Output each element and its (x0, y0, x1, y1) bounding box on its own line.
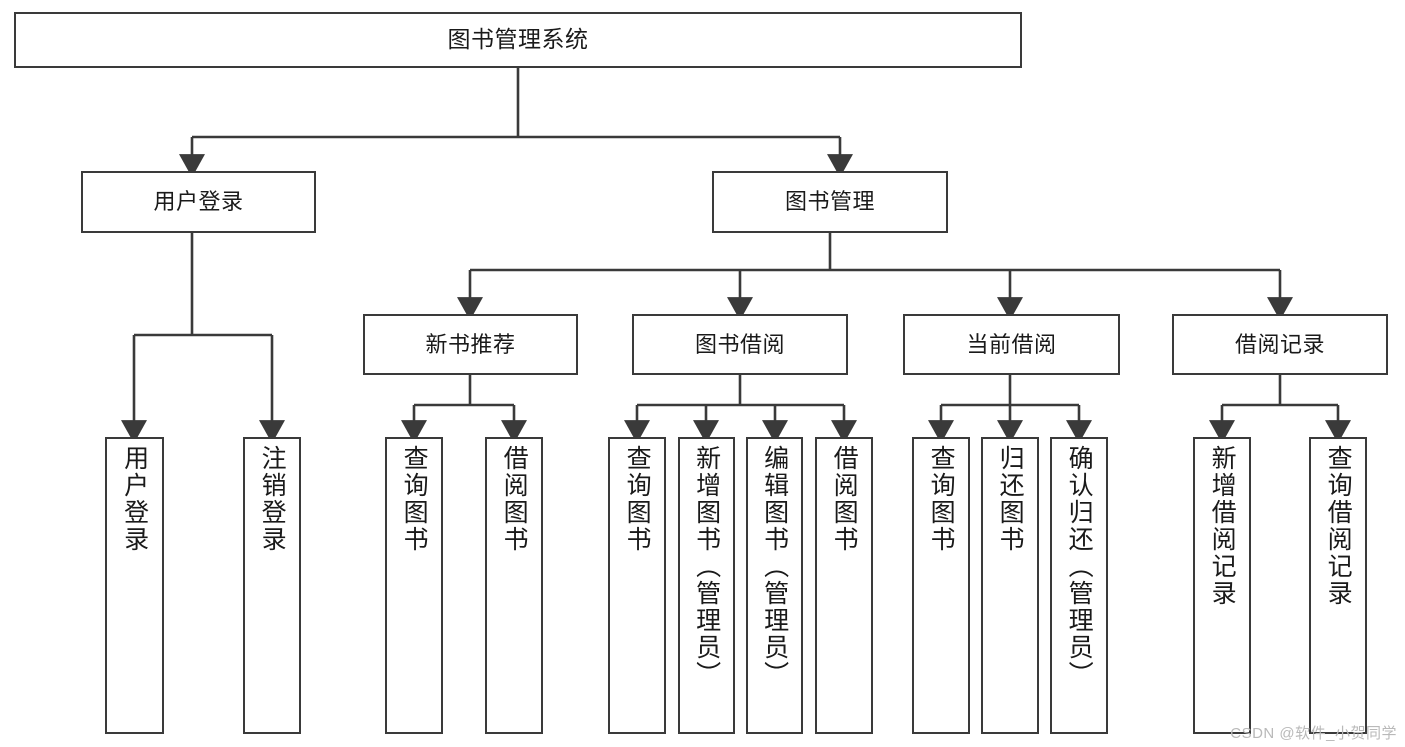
node-label: 用户登录 (120, 445, 149, 553)
leaf-borrow-borrow-book[interactable]: 借阅图书 (815, 437, 873, 734)
node-label: 查询图书 (623, 445, 652, 553)
node-label: 查询图书 (927, 445, 956, 553)
node-label: 借阅记录 (1234, 331, 1325, 357)
node-label: 确认归还（管理员） (1065, 445, 1094, 688)
node-root-system[interactable]: 图书管理系统 (14, 12, 1022, 68)
leaf-user-login-logout[interactable]: 注销登录 (243, 437, 301, 734)
leaf-borrow-add-book-admin[interactable]: 新增图书（管理员） (678, 437, 735, 734)
node-label: 用户登录 (153, 189, 244, 215)
node-label: 借阅图书 (830, 445, 859, 553)
node-label: 图书借阅 (694, 331, 785, 357)
node-label: 图书管理系统 (447, 26, 589, 53)
node-label: 查询图书 (400, 445, 429, 553)
leaf-current-return-book[interactable]: 归还图书 (981, 437, 1039, 734)
node-label: 注销登录 (258, 445, 287, 553)
node-book-borrow[interactable]: 图书借阅 (632, 314, 848, 375)
node-book-management[interactable]: 图书管理 (712, 171, 948, 233)
leaf-current-query-book[interactable]: 查询图书 (912, 437, 970, 734)
node-new-book-recommend[interactable]: 新书推荐 (363, 314, 578, 375)
node-label: 归还图书 (996, 445, 1025, 553)
leaf-recommend-query-book[interactable]: 查询图书 (385, 437, 443, 734)
node-label: 图书管理 (784, 189, 875, 215)
node-borrow-records[interactable]: 借阅记录 (1172, 314, 1388, 375)
node-label: 当前借阅 (966, 331, 1057, 357)
node-label: 借阅图书 (500, 445, 529, 553)
node-label: 新增图书（管理员） (692, 445, 721, 688)
node-user-login[interactable]: 用户登录 (81, 171, 316, 233)
leaf-current-confirm-return-admin[interactable]: 确认归还（管理员） (1050, 437, 1108, 734)
node-label: 新书推荐 (425, 331, 516, 357)
leaf-records-query-record[interactable]: 查询借阅记录 (1309, 437, 1367, 734)
node-label: 编辑图书（管理员） (760, 445, 789, 688)
leaf-borrow-edit-book-admin[interactable]: 编辑图书（管理员） (746, 437, 803, 734)
node-current-borrow[interactable]: 当前借阅 (903, 314, 1120, 375)
node-label: 查询借阅记录 (1324, 445, 1353, 607)
leaf-borrow-query-book[interactable]: 查询图书 (608, 437, 666, 734)
leaf-recommend-borrow-book[interactable]: 借阅图书 (485, 437, 543, 734)
node-label: 新增借阅记录 (1208, 445, 1237, 607)
leaf-records-add-record[interactable]: 新增借阅记录 (1193, 437, 1251, 734)
leaf-user-login-login[interactable]: 用户登录 (105, 437, 164, 734)
